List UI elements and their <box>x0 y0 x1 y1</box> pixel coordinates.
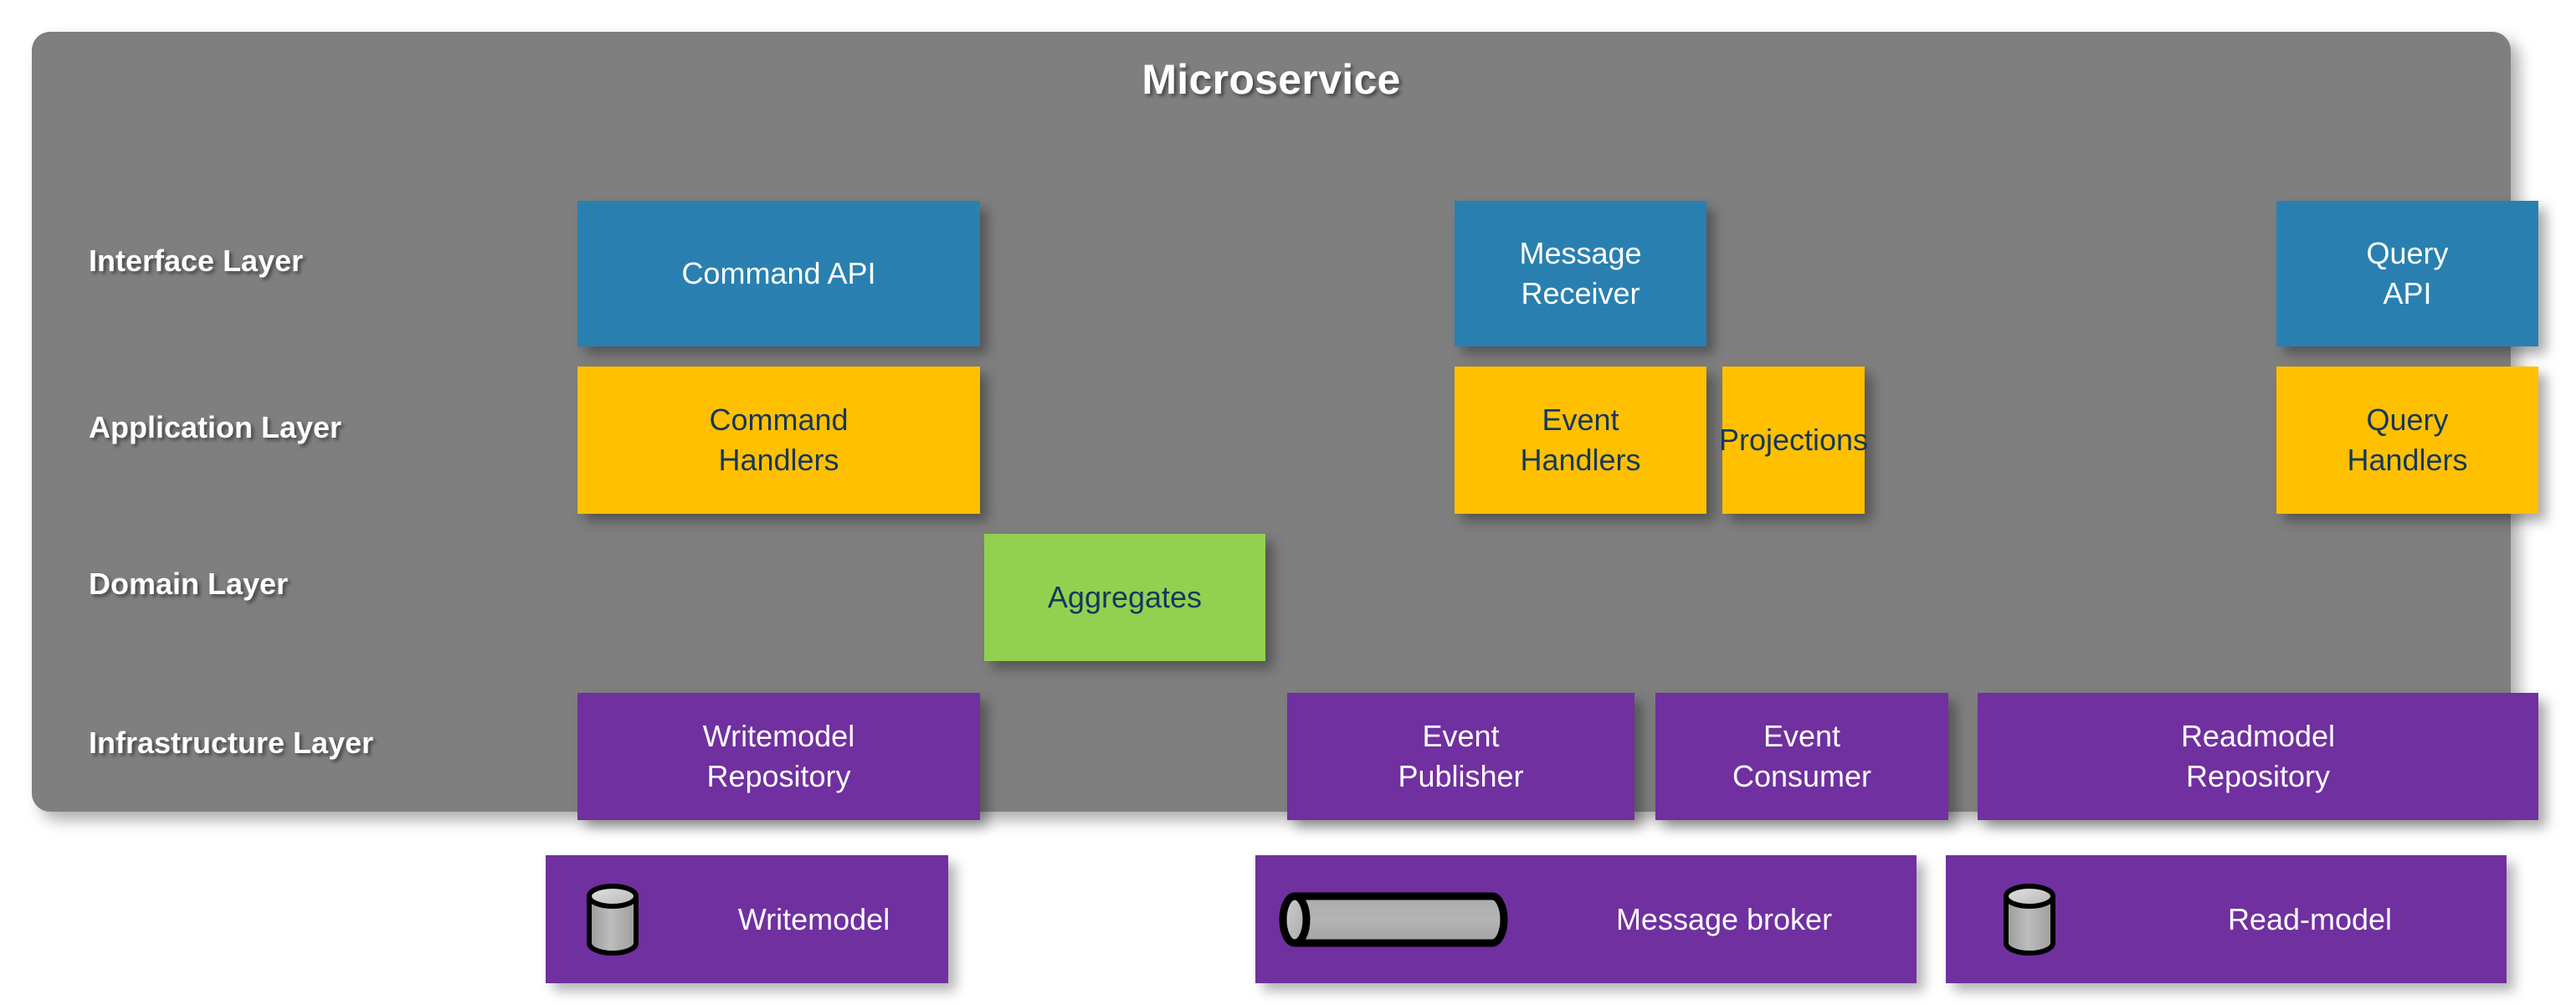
legend-item-writemodel-label: Writemodel <box>737 901 890 936</box>
legend-item-read-model-label: Read-model <box>2227 901 2393 936</box>
component-query-handlers[interactable]: Query Handlers <box>2276 367 2538 514</box>
component-query-handlers-label: Query Handlers <box>2347 403 2468 477</box>
component-message-receiver-label: Message Receiver <box>1519 236 1642 310</box>
microservice-container: Microservice Interface Layer Application… <box>32 32 2538 820</box>
legend-item-writemodel[interactable]: Writemodel <box>546 855 948 983</box>
component-writemodel-repository[interactable]: Writemodel Repository <box>577 693 980 820</box>
component-command-api[interactable]: Command API <box>577 201 980 346</box>
diagram-title: Microservice <box>1142 56 1401 103</box>
component-event-publisher[interactable]: Event Publisher <box>1287 693 1634 820</box>
component-command-api-label: Command API <box>681 256 876 291</box>
component-event-publisher-label: Event Publisher <box>1398 719 1524 793</box>
layer-label-infrastructure: Infrastructure Layer <box>89 726 374 760</box>
component-command-handlers-label: Command Handlers <box>709 403 849 477</box>
component-query-api-label: Query API <box>2366 236 2449 310</box>
component-readmodel-repository-label: Readmodel Repository <box>2180 719 2336 793</box>
message-queue-horizontal-cylinder-icon <box>1255 885 1532 955</box>
component-event-consumer-label: Event Consumer <box>1732 719 1872 793</box>
component-query-api[interactable]: Query API <box>2276 201 2538 346</box>
component-writemodel-repository-label: Writemodel Repository <box>702 719 855 793</box>
component-projections-label: Projections <box>1718 423 1869 458</box>
legend-item-read-model[interactable]: Read-model <box>1946 855 2507 983</box>
legend-item-message-broker-label: Message broker <box>1615 901 1833 936</box>
database-cylinder-icon <box>546 879 680 960</box>
component-command-handlers[interactable]: Command Handlers <box>577 367 980 514</box>
layer-label-domain: Domain Layer <box>89 567 289 601</box>
component-message-receiver[interactable]: Message Receiver <box>1455 201 1706 346</box>
legend-item-message-broker[interactable]: Message broker <box>1255 855 1917 983</box>
layer-label-interface: Interface Layer <box>89 244 304 278</box>
database-cylinder-icon <box>1946 879 2113 960</box>
layer-label-application: Application Layer <box>89 410 342 444</box>
component-aggregates[interactable]: Aggregates <box>984 534 1265 661</box>
component-event-handlers-label: Event Handlers <box>1520 403 1641 477</box>
component-readmodel-repository[interactable]: Readmodel Repository <box>1978 693 2538 820</box>
component-projections[interactable]: Projections <box>1718 367 1869 514</box>
component-event-handlers[interactable]: Event Handlers <box>1455 367 1706 514</box>
component-event-consumer[interactable]: Event Consumer <box>1655 693 1948 820</box>
component-aggregates-label: Aggregates <box>1047 580 1203 615</box>
